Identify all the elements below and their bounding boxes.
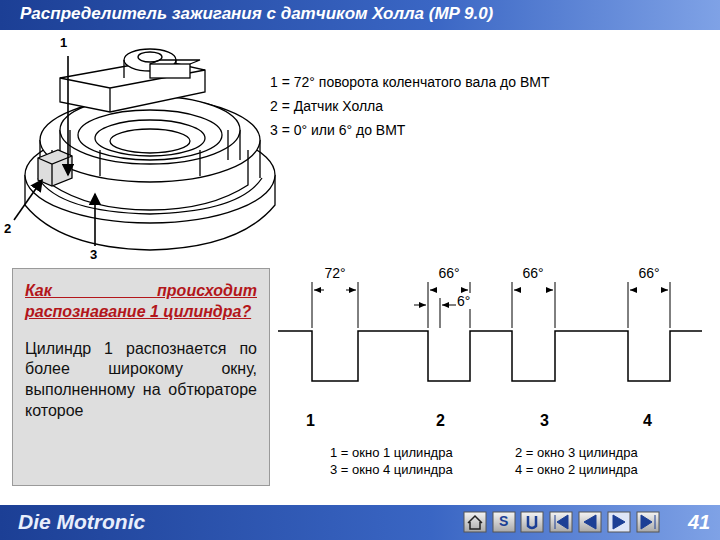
panel-body: Цилиндр 1 распознается по более широкому… xyxy=(25,339,257,422)
legend-line: 3 = 0° или 6° до ВМТ xyxy=(270,122,405,138)
dimension-label: 6° xyxy=(456,293,471,309)
window-caption: 1 = окно 1 цилиндра xyxy=(330,446,453,461)
window-number: 4 xyxy=(643,412,652,430)
page-number: 41 xyxy=(688,511,710,534)
window-caption: 3 = окно 4 цилиндра xyxy=(330,463,453,478)
distributor-drawing xyxy=(14,49,275,250)
window-number: 3 xyxy=(540,412,549,430)
callout-number: 3 xyxy=(90,248,97,263)
footer-brand: Die Motronic xyxy=(18,510,145,534)
header-bar xyxy=(0,0,720,30)
panel-heading: Как происходит распознавание 1 цилиндра? xyxy=(25,281,257,323)
hall-signal-trace xyxy=(278,331,702,381)
nav-button-label: S xyxy=(499,513,508,529)
nav-buttons xyxy=(464,512,659,532)
window-caption: 2 = окно 3 цилиндра xyxy=(515,446,638,461)
legend-line: 1 = 72° поворота коленчатого вала до ВМТ xyxy=(270,74,549,90)
legend-line: 2 = Датчик Холла xyxy=(270,98,383,114)
dimension-label: 72° xyxy=(324,265,345,281)
dimension-label: 66° xyxy=(438,265,459,281)
question-panel: Как происходит распознавание 1 цилиндра?… xyxy=(12,268,270,486)
dimension-label: 66° xyxy=(638,265,659,281)
slide-title: Распределитель зажигания с датчиком Холл… xyxy=(20,4,493,24)
window-caption: 4 = окно 2 цилиндра xyxy=(515,463,638,478)
window-number: 1 xyxy=(306,412,315,430)
window-number: 2 xyxy=(436,412,445,430)
dimension-label: 66° xyxy=(522,265,543,281)
dimension-lines xyxy=(312,282,670,328)
callout-number: 2 xyxy=(4,222,11,237)
callout-number: 1 xyxy=(60,36,67,51)
footer-bar xyxy=(0,505,720,540)
